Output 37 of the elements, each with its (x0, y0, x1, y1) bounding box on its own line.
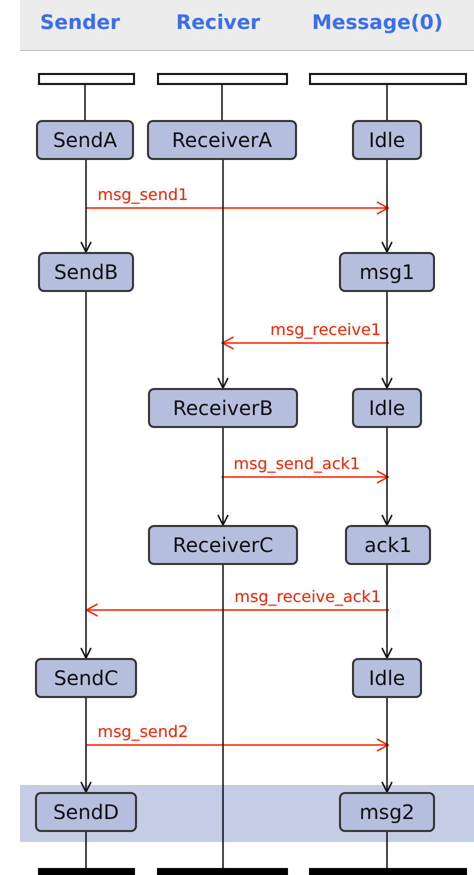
state-box: Idle (352, 388, 422, 428)
lifeline-arrow (381, 565, 393, 659)
column-heading: Reciver (176, 10, 260, 34)
edge-label: msg_send_ack1 (232, 455, 362, 473)
edge-label: msg_send2 (96, 723, 190, 741)
state-box: ReceiverC (148, 525, 298, 565)
edge-label: msg_receive1 (269, 321, 382, 339)
lifeline-arrow (381, 698, 393, 793)
column-heading: Sender (40, 10, 120, 34)
lifeline-arrow (381, 160, 393, 253)
edge-label: msg_send1 (96, 186, 190, 204)
lifeline-head-bar (309, 73, 467, 85)
lifeline-arrow (381, 292, 393, 389)
lifeline-head-bar (157, 73, 288, 85)
state-box: ack1 (345, 525, 431, 565)
edge-label: msg_receive_ack1 (233, 588, 382, 606)
lifeline-arrow (217, 428, 229, 526)
state-box: SendC (35, 658, 137, 698)
state-box: msg2 (339, 792, 435, 832)
state-box: ReceiverA (147, 120, 297, 160)
lifeline-arrow (217, 160, 229, 389)
lifeline-end-bar (309, 868, 467, 875)
lifeline-end-bar (157, 868, 288, 875)
state-box: ReceiverB (148, 388, 298, 428)
lifeline-arrow (80, 160, 92, 253)
state-box: Idle (352, 120, 422, 160)
lifeline-arrow (381, 428, 393, 526)
state-box: msg1 (339, 252, 435, 292)
lifeline-end-bar (38, 868, 135, 875)
state-box: Idle (352, 658, 422, 698)
lifeline-arrow (80, 292, 92, 659)
lifeline-arrow (80, 698, 92, 793)
state-box: SendD (35, 792, 137, 832)
column-heading: Message(0) (312, 10, 443, 34)
lifeline-head-bar (38, 73, 135, 85)
state-box: SendB (38, 252, 134, 292)
state-box: SendA (36, 120, 134, 160)
